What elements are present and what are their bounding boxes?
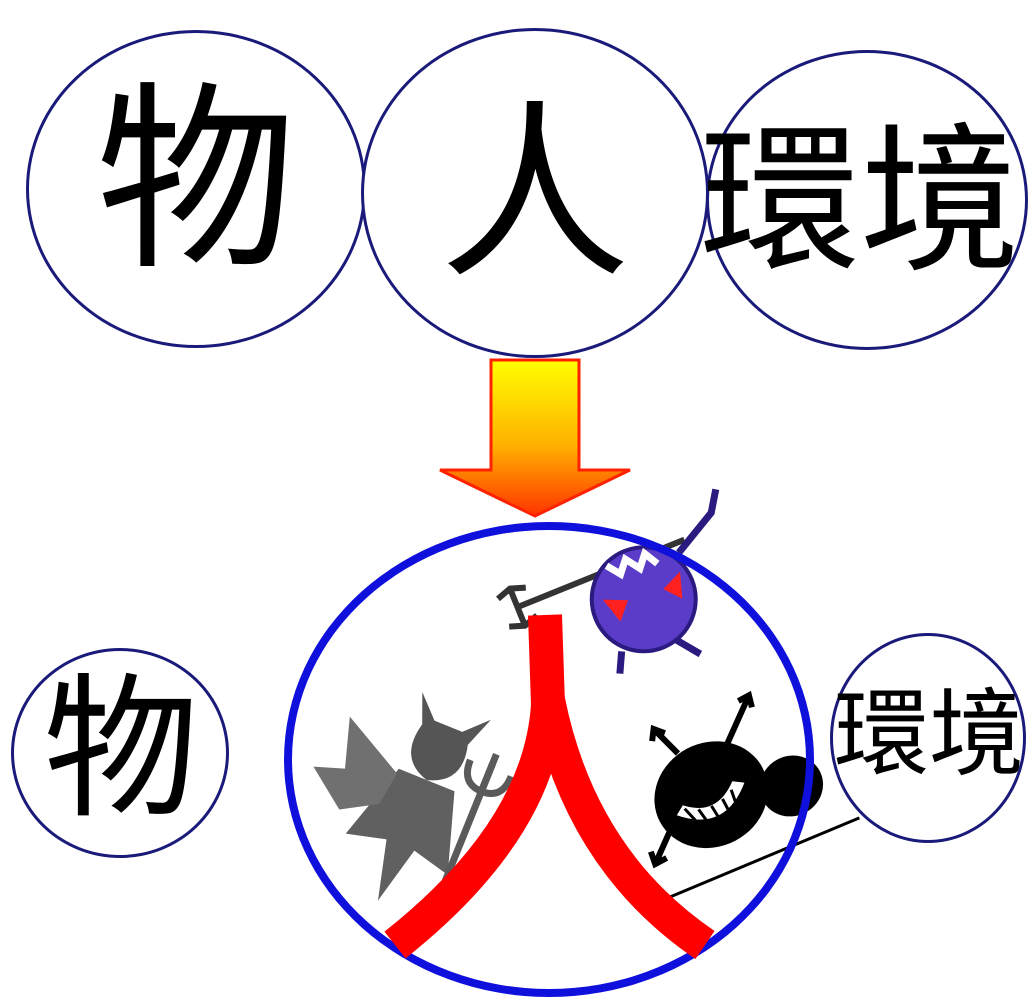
top-circle-mono <box>26 30 366 348</box>
top-label-environment: 環境 <box>700 108 1021 295</box>
bottom-label-mono: 物 <box>43 659 199 840</box>
top-label-person: 人 <box>439 84 630 305</box>
bottom-circle-environment <box>830 633 1026 843</box>
top-label-mono: 物 <box>95 65 296 298</box>
bottom-label-environment: 環境 <box>834 680 1025 790</box>
top-circle-person <box>361 28 709 358</box>
bottom-circle-person <box>284 522 814 997</box>
bottom-label-person: 人 <box>390 610 710 910</box>
top-circle-environment <box>706 50 1028 350</box>
bottom-circle-mono <box>11 648 229 858</box>
